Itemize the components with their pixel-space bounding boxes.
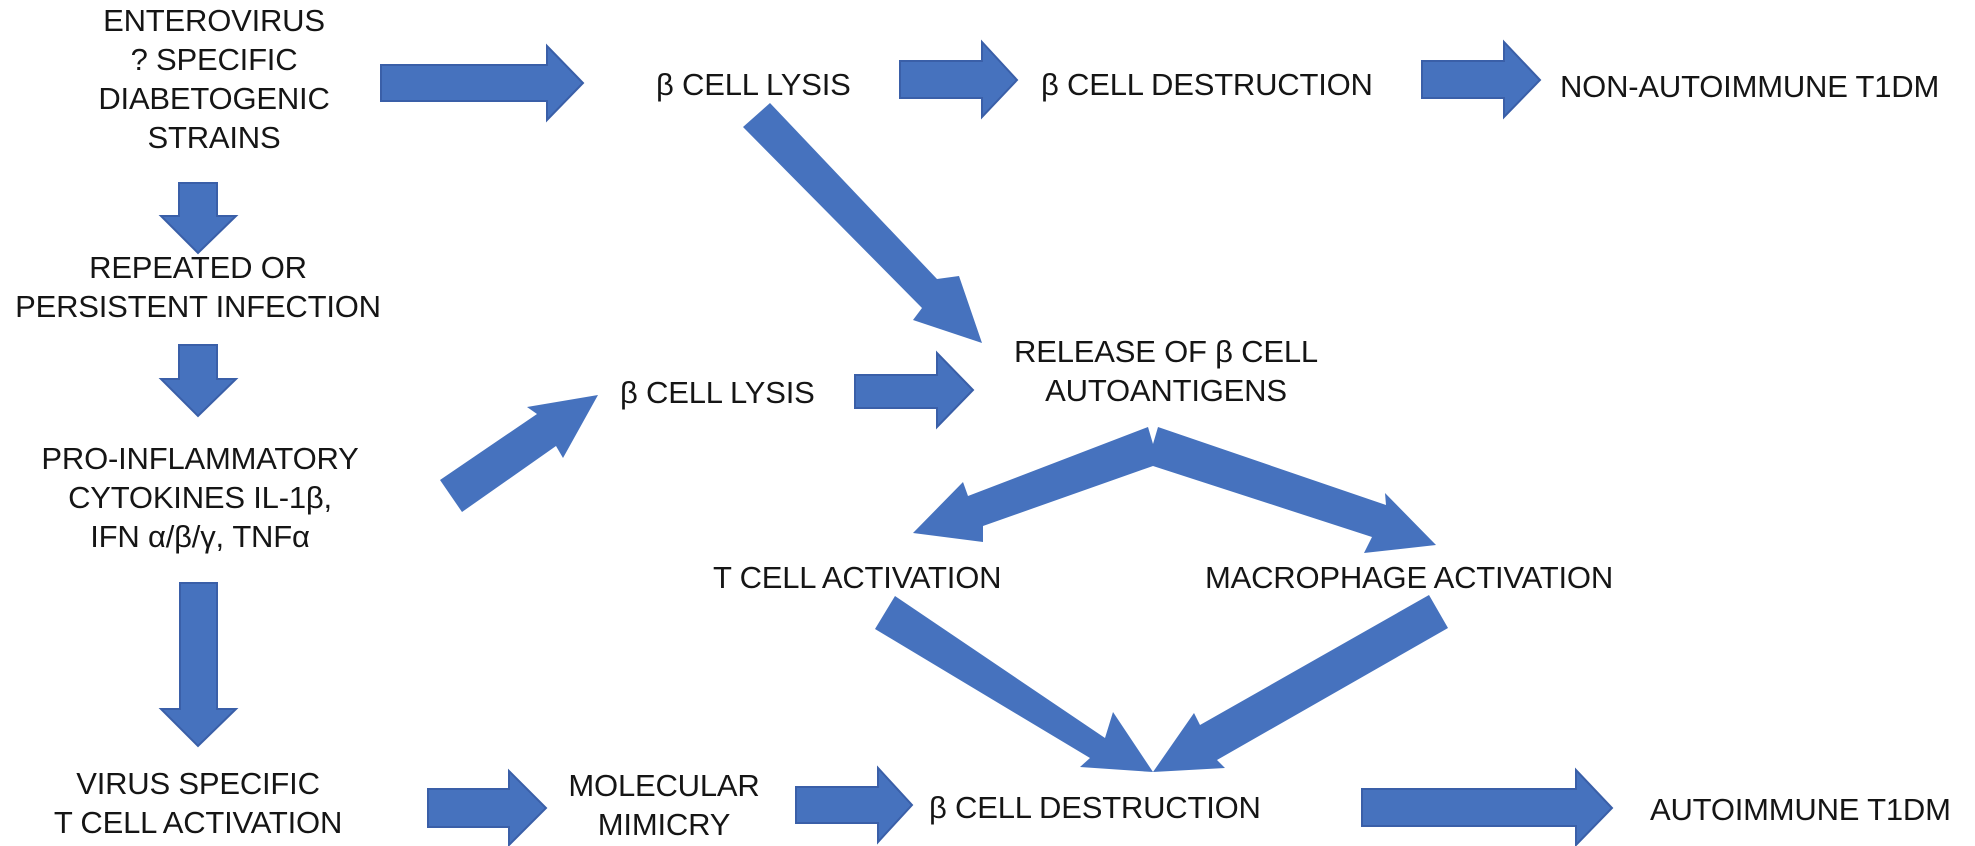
node-text-line: IFN α/β/γ, TNFα [90,519,310,554]
arrow-destruction-to-non-autoimmune [1421,39,1542,120]
arrow-enterovirus-to-repeated [158,182,239,255]
node-beta-cell-lysis-mid: β CELL LYSIS [620,373,815,412]
arrow-cytokines-to-lysis [440,395,598,512]
node-non-autoimmune-t1dm: NON-AUTOIMMUNE T1DM [1560,67,1939,106]
arrow-enterovirus-to-lysis [380,43,585,123]
arrow-lysis-to-destruction-top [899,39,1019,120]
arrow-lysis-to-release [743,103,982,343]
arrow-cytokines-to-virus-specific [158,582,239,748]
node-text-line: DIABETOGENIC [98,81,330,116]
node-text-line: T CELL ACTIVATION [713,560,1002,595]
arrow-mimicry-to-destruction [795,765,914,845]
arrow-release-to-t-cell [913,427,1153,542]
node-virus-specific-t-cell: VIRUS SPECIFIC T CELL ACTIVATION [53,764,343,842]
arrow-macrophage-to-destruction [1153,595,1448,772]
node-autoimmune-t1dm: AUTOIMMUNE T1DM [1650,790,1951,829]
node-beta-cell-lysis-top: β CELL LYSIS [656,65,851,104]
node-text-line: VIRUS SPECIFIC [76,766,320,801]
node-beta-cell-destruction-bottom: β CELL DESTRUCTION [929,788,1261,827]
node-text-line: AUTOIMMUNE T1DM [1650,792,1951,827]
node-t-cell-activation: T CELL ACTIVATION [713,558,1002,597]
node-text-line: MIMICRY [597,807,731,842]
node-repeated-infection: REPEATED OR PERSISTENT INFECTION [15,248,381,326]
node-release-autoantigens: RELEASE OF β CELL AUTOANTIGENS [1014,332,1318,410]
node-text-line: β CELL LYSIS [656,67,851,102]
arrow-destruction-to-autoimmune [1361,767,1614,846]
node-text-line: ENTEROVIRUS [103,3,325,38]
arrow-virus-to-mimicry [427,768,548,846]
node-text-line: AUTOANTIGENS [1045,373,1287,408]
node-text-line: CYTOKINES IL-1β, [68,480,332,515]
node-text-line: MOLECULAR [568,768,760,803]
node-text-line: REPEATED OR [89,250,307,285]
arrow-repeated-to-cytokines [158,344,239,418]
node-text-line: MACROPHAGE ACTIVATION [1205,560,1614,595]
node-text-line: PRO-INFLAMMATORY [41,441,359,476]
node-text-line: T CELL ACTIVATION [53,805,343,840]
node-text-line: NON-AUTOIMMUNE T1DM [1560,69,1940,104]
node-cytokines: PRO-INFLAMMATORY CYTOKINES IL-1β, IFN α/… [41,439,358,556]
node-text-line: STRAINS [147,120,281,155]
node-text-line: PERSISTENT INFECTION [15,289,381,324]
node-text-line: β CELL DESTRUCTION [1041,67,1373,102]
node-text-line: β CELL LYSIS [620,375,815,410]
node-enterovirus: ENTEROVIRUS ? SPECIFIC DIABETOGENIC STRA… [98,1,329,157]
node-text-line: β CELL DESTRUCTION [929,790,1261,825]
arrow-t-cell-to-destruction [875,596,1153,772]
node-text-line: ? SPECIFIC [130,42,298,77]
arrow-release-to-macrophage [1153,427,1436,553]
node-text-line: RELEASE OF β CELL [1014,334,1318,369]
node-macrophage-activation: MACROPHAGE ACTIVATION [1205,558,1613,597]
node-beta-cell-destruction-top: β CELL DESTRUCTION [1041,65,1373,104]
arrow-lysis-mid-to-release [854,350,975,430]
node-molecular-mimicry: MOLECULAR MIMICRY [568,766,759,844]
